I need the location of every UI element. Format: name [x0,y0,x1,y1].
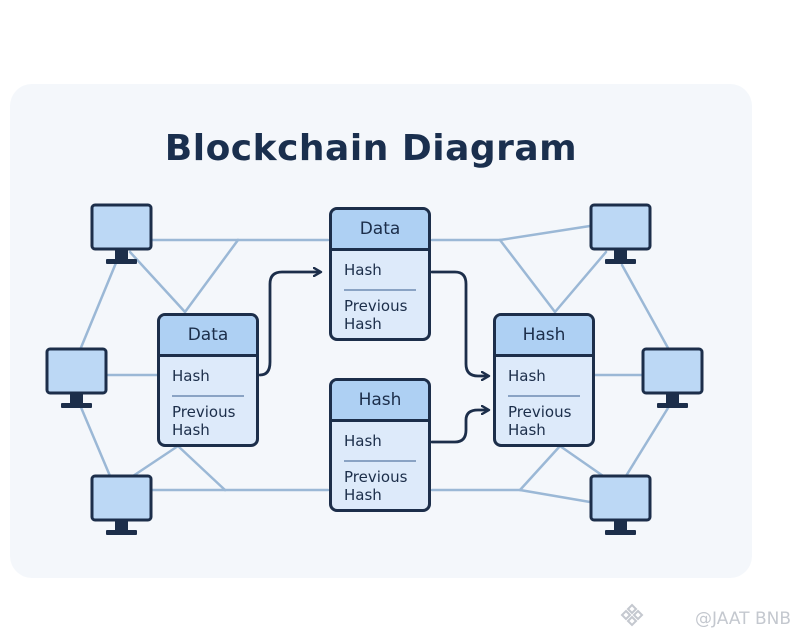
block-previous-hash-label: Previous Hash [508,403,572,439]
computer-icon-right-bottom [589,474,652,535]
block-header: Data [160,316,256,357]
block-previous-hash-label: Previous Hash [344,468,408,504]
block-hash-label: Hash [344,261,382,279]
block-hash-label: Hash [344,432,382,450]
computer-icon-left-middle [45,347,108,408]
block-divider [344,460,416,462]
watermark-text: @JAAT BNB [695,609,791,629]
computer-icon-left-top [90,203,153,264]
block-bottom: Hash Hash Previous Hash [329,378,431,512]
arrow-top-to-right [430,270,488,376]
block-header: Hash [332,381,428,422]
arrow-bottom-to-right [430,410,488,444]
block-divider [508,395,580,397]
block-right: Hash Hash Previous Hash [493,313,595,447]
block-divider [344,289,416,291]
block-divider [172,395,244,397]
block-previous-hash-label: Previous Hash [344,297,408,333]
computer-icon-right-top [589,203,652,264]
block-previous-hash-label: Previous Hash [172,403,236,439]
binance-logo-icon [620,603,644,627]
computer-icon-right-middle [641,347,704,408]
diagram-title: Blockchain Diagram [164,128,578,169]
block-header: Hash [496,316,592,357]
block-hash-label: Hash [172,367,210,385]
block-top: Data Hash Previous Hash [329,207,431,341]
arrow-left-to-top [258,272,320,377]
block-header: Data [332,210,428,251]
computer-icon-left-bottom [90,474,153,535]
block-hash-label: Hash [508,367,546,385]
block-left: Data Hash Previous Hash [157,313,259,447]
